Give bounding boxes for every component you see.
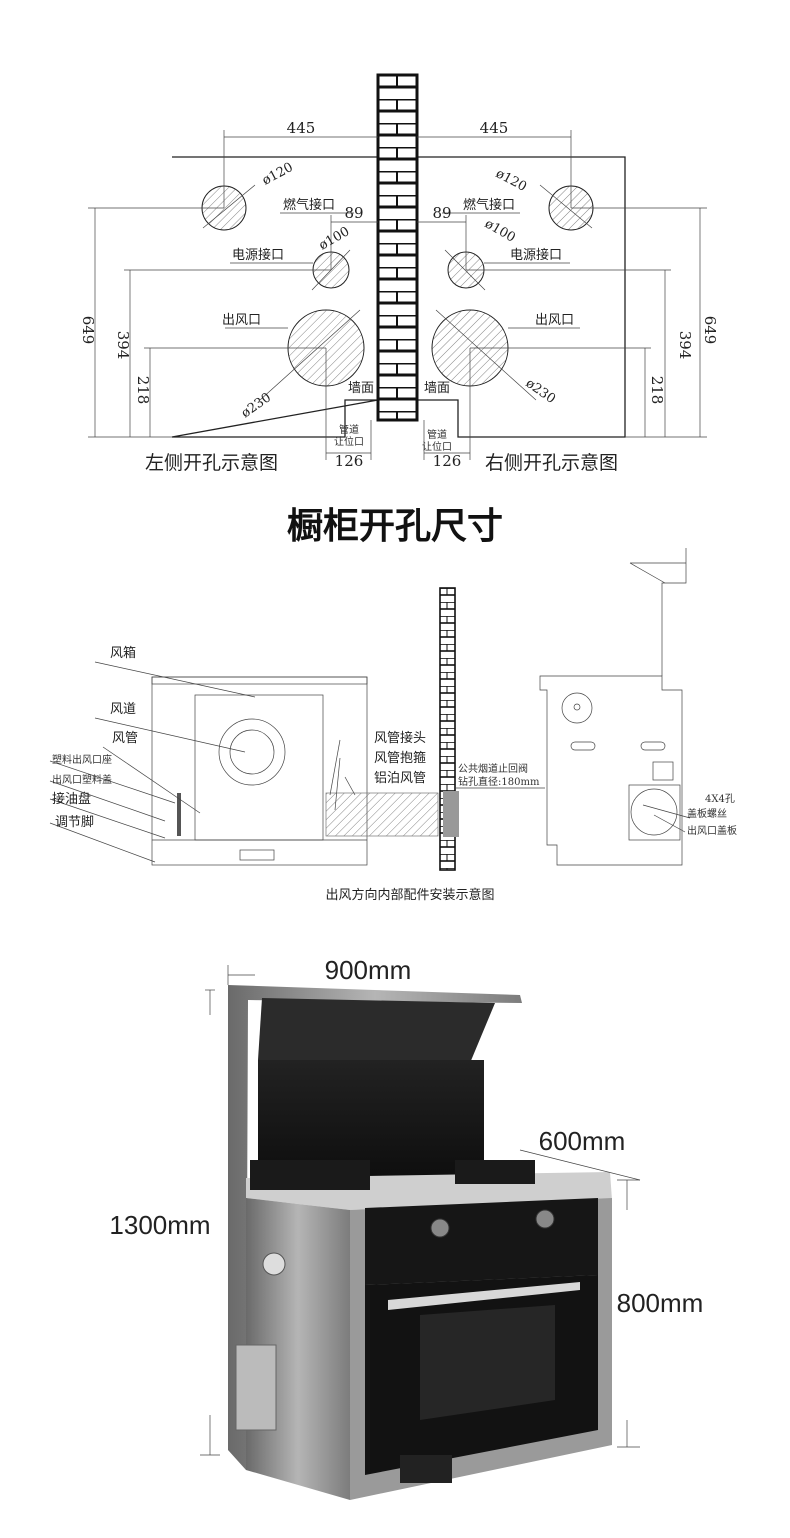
- phi120-right: ø120: [493, 166, 529, 195]
- label-air-pipe: 风管: [112, 731, 138, 746]
- brick-wall: [376, 73, 419, 422]
- label-foil-duct: 铝泊风管: [374, 771, 426, 786]
- dim-394-right: 394: [676, 331, 694, 360]
- left-cutout-caption: 左侧开孔示意图: [145, 452, 278, 474]
- dim-218-right: 218: [648, 376, 666, 405]
- phi100-right: ø100: [482, 216, 518, 245]
- wall-label-left: 墙面: [348, 381, 374, 396]
- phi230-right: ø230: [523, 376, 558, 407]
- phi100-left: ø100: [317, 224, 353, 253]
- phi230-left: ø230: [239, 390, 274, 421]
- dim-89-right: 89: [432, 204, 451, 222]
- label-fan-box: 风箱: [110, 645, 136, 661]
- label-4x4-holes: 4X4孔: [705, 793, 735, 805]
- leader-lines: [49, 661, 545, 863]
- section-title: 橱柜开孔尺寸: [287, 506, 503, 547]
- power-inlet-left: 电源接口: [232, 247, 284, 263]
- width-label: 900mm: [325, 955, 412, 985]
- dim-445-right: 445: [480, 119, 509, 137]
- height-label: 1300mm: [109, 1210, 210, 1240]
- dim-126-right: 126: [433, 452, 462, 470]
- label-duct-joint: 风管接头: [374, 730, 426, 746]
- dim-89-left: 89: [344, 204, 363, 222]
- pipe-clearance-left-2: 让位口: [334, 435, 364, 448]
- gas-inlet-right: 燃气接口: [463, 197, 515, 213]
- side-port: [262, 1252, 286, 1276]
- power-inlet-right: 电源接口: [510, 247, 562, 263]
- label-oil-tray: 接油盘: [52, 791, 91, 807]
- installation-caption: 出风方向内部配件安装示意图: [325, 887, 494, 903]
- dimension-lines: [88, 130, 707, 460]
- check-valve: [443, 791, 459, 837]
- dim-126-left: 126: [335, 452, 364, 470]
- air-outlet-right: 出风口: [535, 313, 574, 328]
- installation-diagram: 风箱 风道 风管 塑料出风口座 出风口塑料盖 接油盘 调节脚 风管接头 风管抱箍…: [49, 548, 737, 903]
- drawer: [400, 1455, 452, 1483]
- cabinet-outline: [171, 156, 626, 438]
- hood-panel: [258, 1060, 484, 1178]
- oven-window: [420, 1305, 555, 1420]
- label-outlet-cover: 出风口盖板: [687, 824, 737, 837]
- label-cover-screws: 盖板螺丝: [687, 807, 727, 820]
- pipe-clearance-right-1: 管道: [427, 428, 447, 441]
- dim-394-left: 394: [114, 331, 132, 360]
- control-panel: [365, 1198, 598, 1285]
- label-duct-clamp: 风管抱箍: [374, 750, 426, 766]
- knob-right: [535, 1209, 555, 1229]
- dim-445-left: 445: [287, 119, 316, 137]
- dim-218-left: 218: [134, 376, 152, 405]
- pipe-clearance-right-2: 让位口: [422, 440, 452, 453]
- burner-left: [250, 1160, 370, 1190]
- dimension-marks: [200, 965, 641, 1456]
- wall-label-right: 墙面: [424, 381, 450, 396]
- side-view-cabinet: [539, 675, 683, 866]
- phi120-left: ø120: [260, 160, 296, 189]
- side-cover: [235, 1344, 277, 1431]
- hood-intake: [258, 998, 495, 1063]
- label-drill-diameter: 钻孔直径:180mm: [458, 775, 540, 788]
- product-render: 900mm 600mm 1300mm 800mm: [109, 955, 703, 1500]
- label-flue-valve: 公共烟道止回阀: [458, 762, 528, 775]
- dim-649-left: 649: [79, 316, 97, 345]
- counter-height-label: 800mm: [617, 1288, 704, 1318]
- label-adjustable-feet: 调节脚: [55, 814, 94, 830]
- pipe-clearance-left-1: 管道: [339, 423, 359, 436]
- label-air-channel: 风道: [110, 702, 136, 717]
- fan-housing: [218, 718, 286, 786]
- cutout-plan-diagram: 445 445 89 89 649 394 218 649 394 218 12…: [79, 73, 719, 474]
- cabinet-front: [151, 676, 368, 866]
- dim-649-right: 649: [701, 316, 719, 345]
- label-plastic-outlet-seat: 塑料出风口座: [52, 753, 112, 766]
- label-outlet-plastic-cover: 出风口塑料盖: [52, 773, 112, 786]
- oven-handle: [388, 1282, 580, 1310]
- knob-left: [430, 1218, 450, 1238]
- right-cutout-caption: 右侧开孔示意图: [485, 452, 618, 474]
- foil-duct: [325, 792, 439, 837]
- air-outlet-left: 出风口: [222, 313, 261, 328]
- gas-inlet-left: 燃气接口: [283, 197, 335, 213]
- depth-label: 600mm: [539, 1126, 626, 1156]
- burner-right: [455, 1160, 535, 1184]
